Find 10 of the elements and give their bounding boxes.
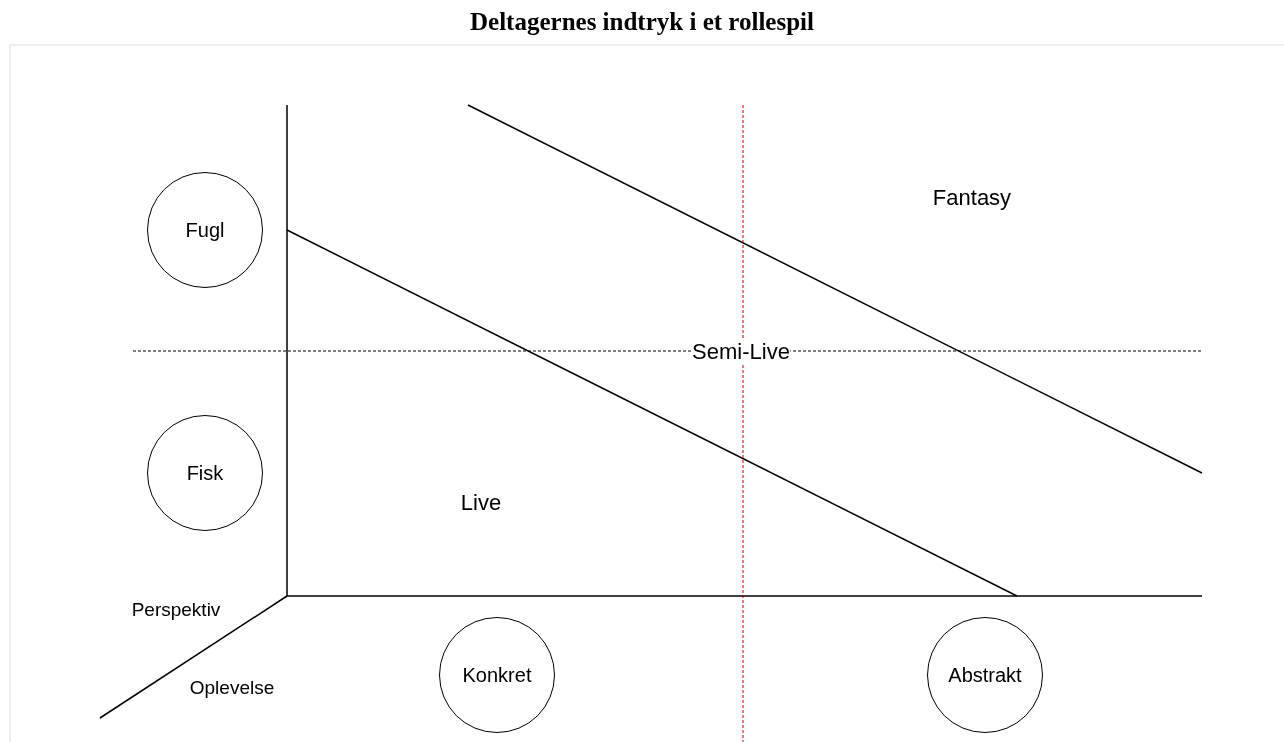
axis-label: Perspektiv [131,599,221,621]
node-label: Abstrakt [948,663,1022,687]
region-label: Live [460,490,502,516]
node-label: Fugl [185,218,225,242]
node-label: Konkret [462,663,532,687]
node-label: Fisk [186,461,224,485]
axis-label: Oplevelse [189,677,275,699]
region-label: Semi-Live [692,339,790,365]
region-label: Fantasy [932,185,1012,211]
diagram-title: Deltagernes indtryk i et rollespil [469,8,815,36]
